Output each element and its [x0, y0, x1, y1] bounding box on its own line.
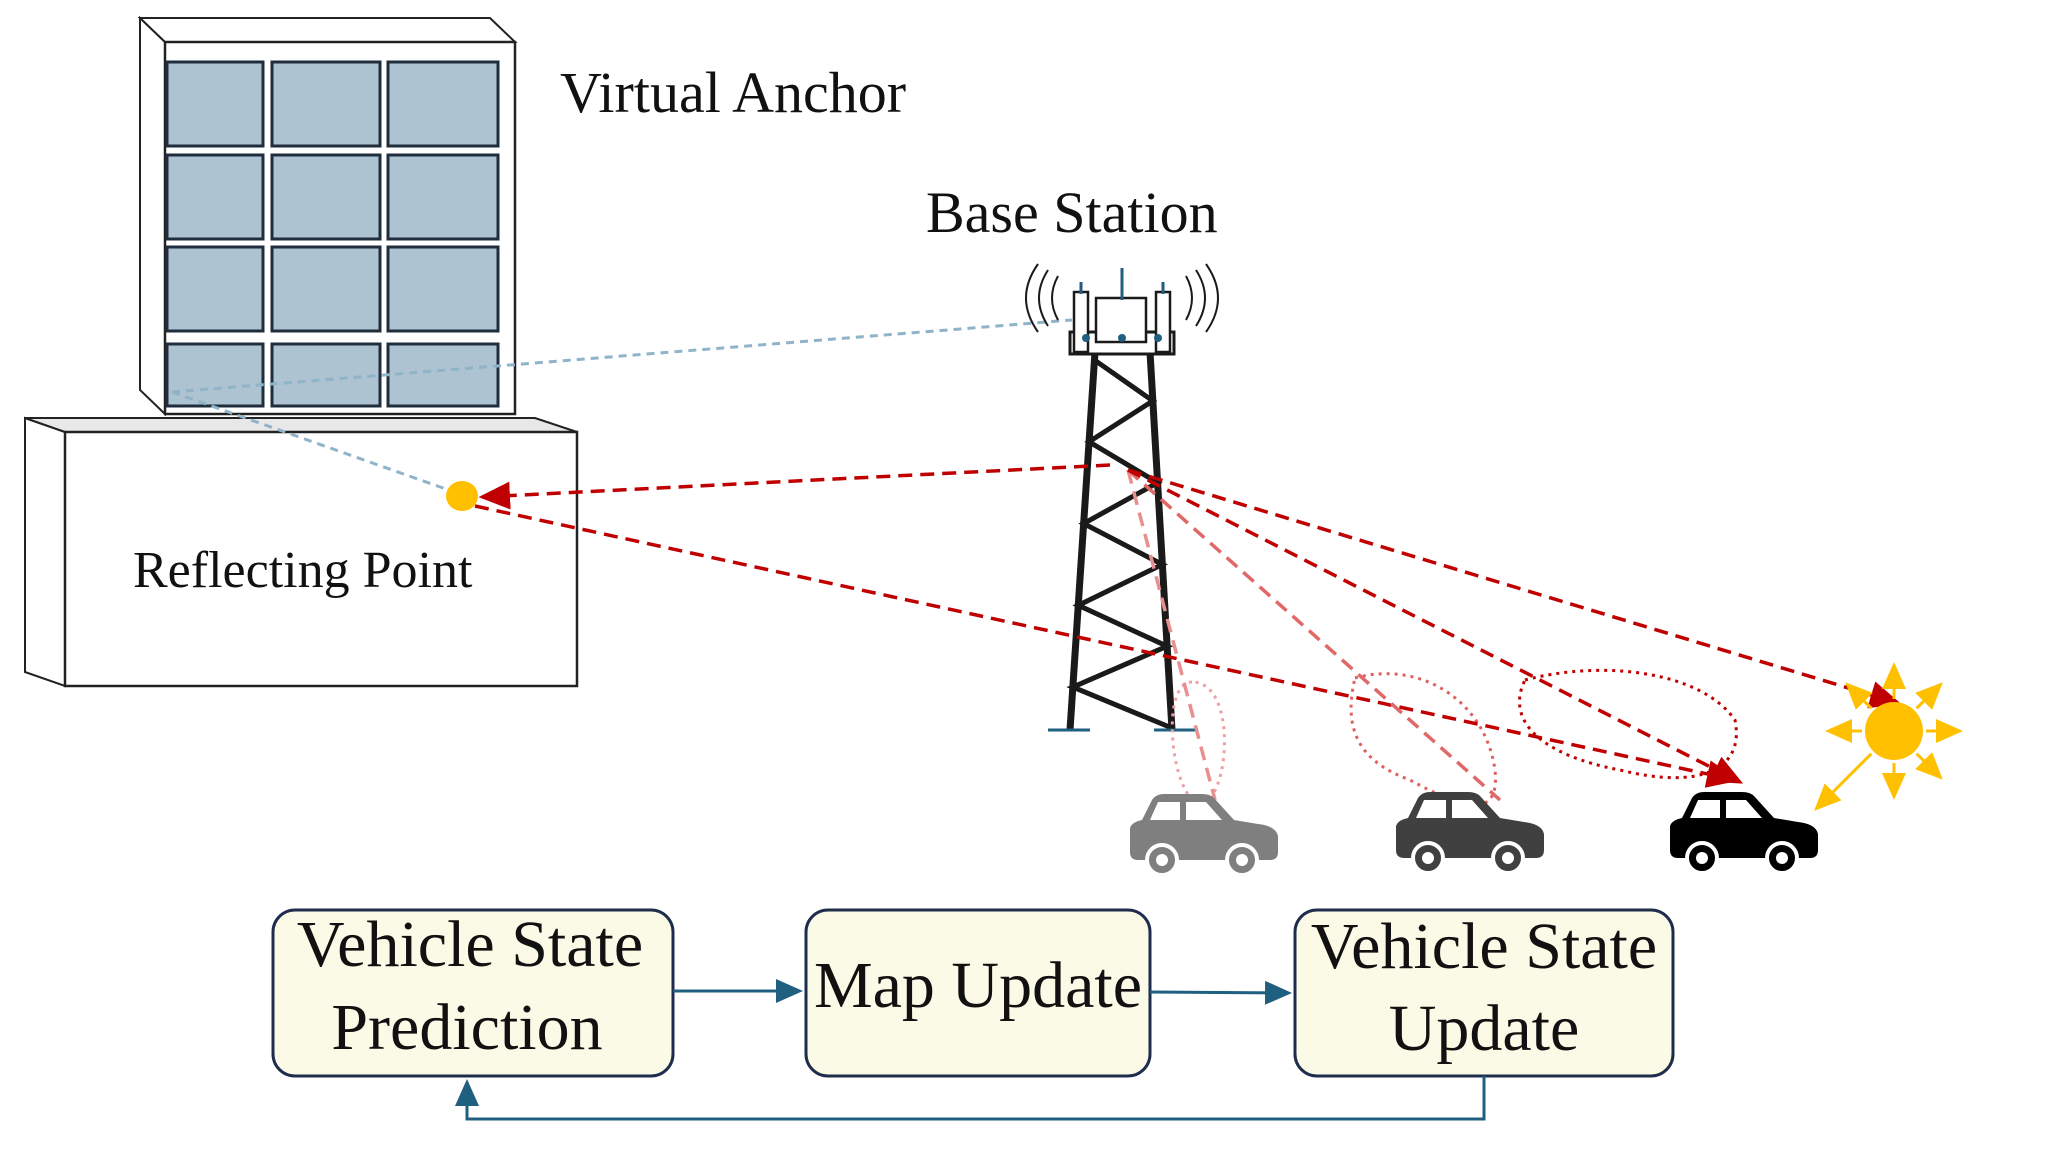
building-window [270, 60, 382, 148]
base-station-label: Base Station [926, 180, 1218, 245]
prediction-box [271, 908, 675, 1078]
reflecting-wall [24, 416, 579, 688]
building-window [165, 60, 265, 148]
sun-ray [1915, 682, 1943, 710]
vehicle-2-icon [1396, 792, 1544, 875]
sun-ray [1814, 752, 1873, 811]
building-window [386, 60, 500, 148]
base-station-tower [1025, 263, 1219, 732]
reflecting-point-marker [446, 481, 478, 511]
map-update-line1: Map Update [814, 949, 1142, 1022]
vehicle-3-icon [1670, 792, 1818, 875]
flow-arrows [455, 979, 1486, 1121]
reflecting-point-label: Reflecting Point [133, 542, 473, 599]
sun-ray [1845, 682, 1873, 710]
beam-patterns [1170, 668, 1738, 807]
building-window [165, 245, 265, 333]
building [137, 15, 518, 417]
prediction-line2: Prediction [331, 991, 602, 1064]
sun-icon [1814, 662, 1963, 811]
flow-diagram: Vehicle State Prediction Map Update Vehi… [271, 908, 1675, 1121]
building-window [386, 342, 500, 408]
building-window [386, 245, 500, 333]
building-window [165, 153, 265, 241]
vehicle-1-icon [1130, 794, 1278, 877]
state-update-line2: Update [1389, 992, 1580, 1065]
building-windows [165, 60, 500, 408]
sun-ray [1915, 752, 1943, 780]
signal-paths [474, 463, 1902, 802]
building-window [270, 153, 382, 241]
virtual-anchor-paths [171, 318, 1073, 496]
building-window [165, 342, 265, 408]
building-window [270, 342, 382, 408]
vehicles [1130, 792, 1818, 877]
building-window [270, 245, 382, 333]
state-update-line1: Vehicle State [1311, 910, 1657, 983]
building-window [386, 153, 500, 241]
virtual-anchor-label: Virtual Anchor [560, 60, 906, 125]
prediction-line1: Vehicle State [297, 908, 643, 981]
